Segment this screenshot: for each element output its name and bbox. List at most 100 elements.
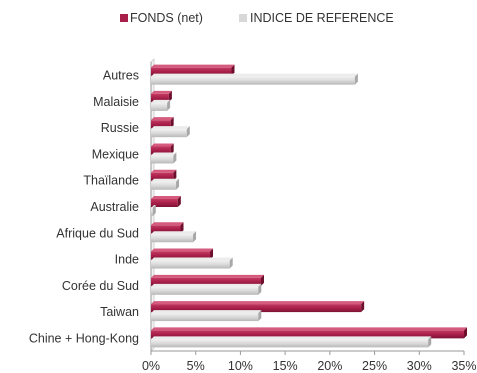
bar-top (151, 248, 214, 252)
bar-indice-de-reference-taiwan (151, 310, 262, 322)
bar-fonds-net-afrique-du-sud (151, 222, 184, 234)
category-label-coree-du-sud: Corée du Sud (62, 279, 139, 293)
bar-face (151, 304, 362, 313)
bar-end (168, 90, 172, 102)
bar-top (151, 64, 235, 68)
legend: FONDS (net) INDICE DE REFERENCE (120, 11, 394, 25)
category-label-malaisie: Malaisie (93, 95, 139, 109)
bar-top (151, 117, 174, 121)
bar-end (173, 152, 177, 164)
bar-top (151, 336, 432, 340)
bar-end (231, 64, 235, 76)
bar-top (151, 90, 172, 94)
bar-face (151, 208, 153, 216)
bar-face (151, 129, 187, 138)
x-tick-label: 35% (451, 359, 476, 373)
bar-fonds-net-thailande (151, 169, 177, 181)
bar-top (151, 143, 174, 147)
bar-end (464, 327, 467, 339)
bar-face (151, 277, 261, 286)
bar-top (151, 205, 156, 208)
bar-end (210, 248, 214, 260)
bar-face (151, 155, 174, 164)
bar-end (173, 169, 177, 181)
bar-fonds-net-mexique (151, 143, 174, 155)
bar-end (170, 117, 174, 129)
bar-indice-de-reference-chine-hong-kong (151, 336, 432, 348)
bar-indice-de-reference-malaisie (151, 99, 171, 111)
bar-face (151, 76, 355, 85)
bar-fonds-net-coree-du-sud (151, 274, 264, 286)
bar-fonds-net-taiwan (151, 301, 365, 313)
category-label-mexique: Mexique (92, 147, 139, 161)
category-label-autres: Autres (103, 69, 139, 83)
category-label-russie: Russie (101, 121, 139, 135)
bar-indice-de-reference-australie (151, 205, 156, 216)
bar-top (151, 257, 233, 261)
bar-fonds-net-australie (151, 196, 181, 207)
x-tick-label: 0% (142, 359, 160, 373)
category-label-australie: Australie (90, 200, 139, 214)
bar-end (186, 126, 190, 138)
bar-indice-de-reference-autres (151, 73, 358, 85)
bar-end (361, 301, 365, 313)
bar-face (151, 260, 230, 269)
bar-indice-de-reference-inde (151, 257, 233, 269)
bar-face (151, 225, 181, 234)
bar-indice-de-reference-mexique (151, 152, 177, 164)
x-tick-label: 10% (228, 359, 253, 373)
bar-top (151, 99, 171, 103)
bar-top (151, 231, 197, 235)
bar-top (151, 301, 365, 305)
bar-top (151, 310, 262, 314)
bar-top (151, 327, 467, 331)
bar-top (151, 169, 177, 173)
bar-end (177, 196, 181, 207)
bar-top (151, 222, 184, 226)
bar-end (258, 310, 262, 322)
bar-indice-de-reference-thailande (151, 178, 180, 190)
bar-end (428, 336, 432, 348)
legend-label-fonds: FONDS (net) (130, 11, 203, 25)
bar-fonds-net-chine-hong-kong (151, 327, 467, 339)
legend-label-indice: INDICE DE REFERENCE (250, 11, 394, 25)
bar-indice-de-reference-russie (151, 126, 190, 138)
bar-fonds-net-malaisie (151, 90, 172, 102)
bar-face (151, 181, 177, 190)
bar-top (151, 152, 177, 156)
x-tick-label: 20% (317, 359, 342, 373)
bar-top (151, 196, 181, 199)
bar-face (151, 199, 178, 207)
bar-face (151, 286, 259, 295)
bar-face (151, 313, 259, 322)
bar-end (260, 274, 264, 286)
bar-face (151, 234, 194, 243)
x-tick-label: 30% (407, 359, 432, 373)
bar-face (151, 120, 171, 129)
bar-face (151, 251, 211, 260)
bar-end (176, 178, 180, 190)
bar-indice-de-reference-afrique-du-sud (151, 231, 197, 243)
bar-fonds-net-inde (151, 248, 214, 260)
x-tick-label: 25% (362, 359, 387, 373)
bar-face (151, 102, 168, 111)
bar-top (151, 178, 180, 182)
x-tick-label: 5% (187, 359, 205, 373)
bar-face (151, 93, 169, 102)
bar-end (229, 257, 233, 269)
bar-top (151, 73, 358, 77)
plot-area: 0%5%10%15%20%25%30%35%Chine + Hong-KongT… (29, 58, 477, 373)
bar-indice-de-reference-coree-du-sud (151, 283, 262, 295)
bar-top (151, 283, 262, 287)
bar-end (258, 283, 262, 295)
category-label-inde: Inde (115, 253, 139, 267)
legend-swatch-indice (239, 14, 247, 22)
bar-top (151, 274, 264, 278)
bar-face (151, 330, 464, 339)
bar-end (170, 143, 174, 155)
bar-end (167, 99, 171, 111)
x-tick-label: 15% (273, 359, 298, 373)
category-label-taiwan: Taiwan (100, 305, 139, 319)
bar-end (193, 231, 197, 243)
